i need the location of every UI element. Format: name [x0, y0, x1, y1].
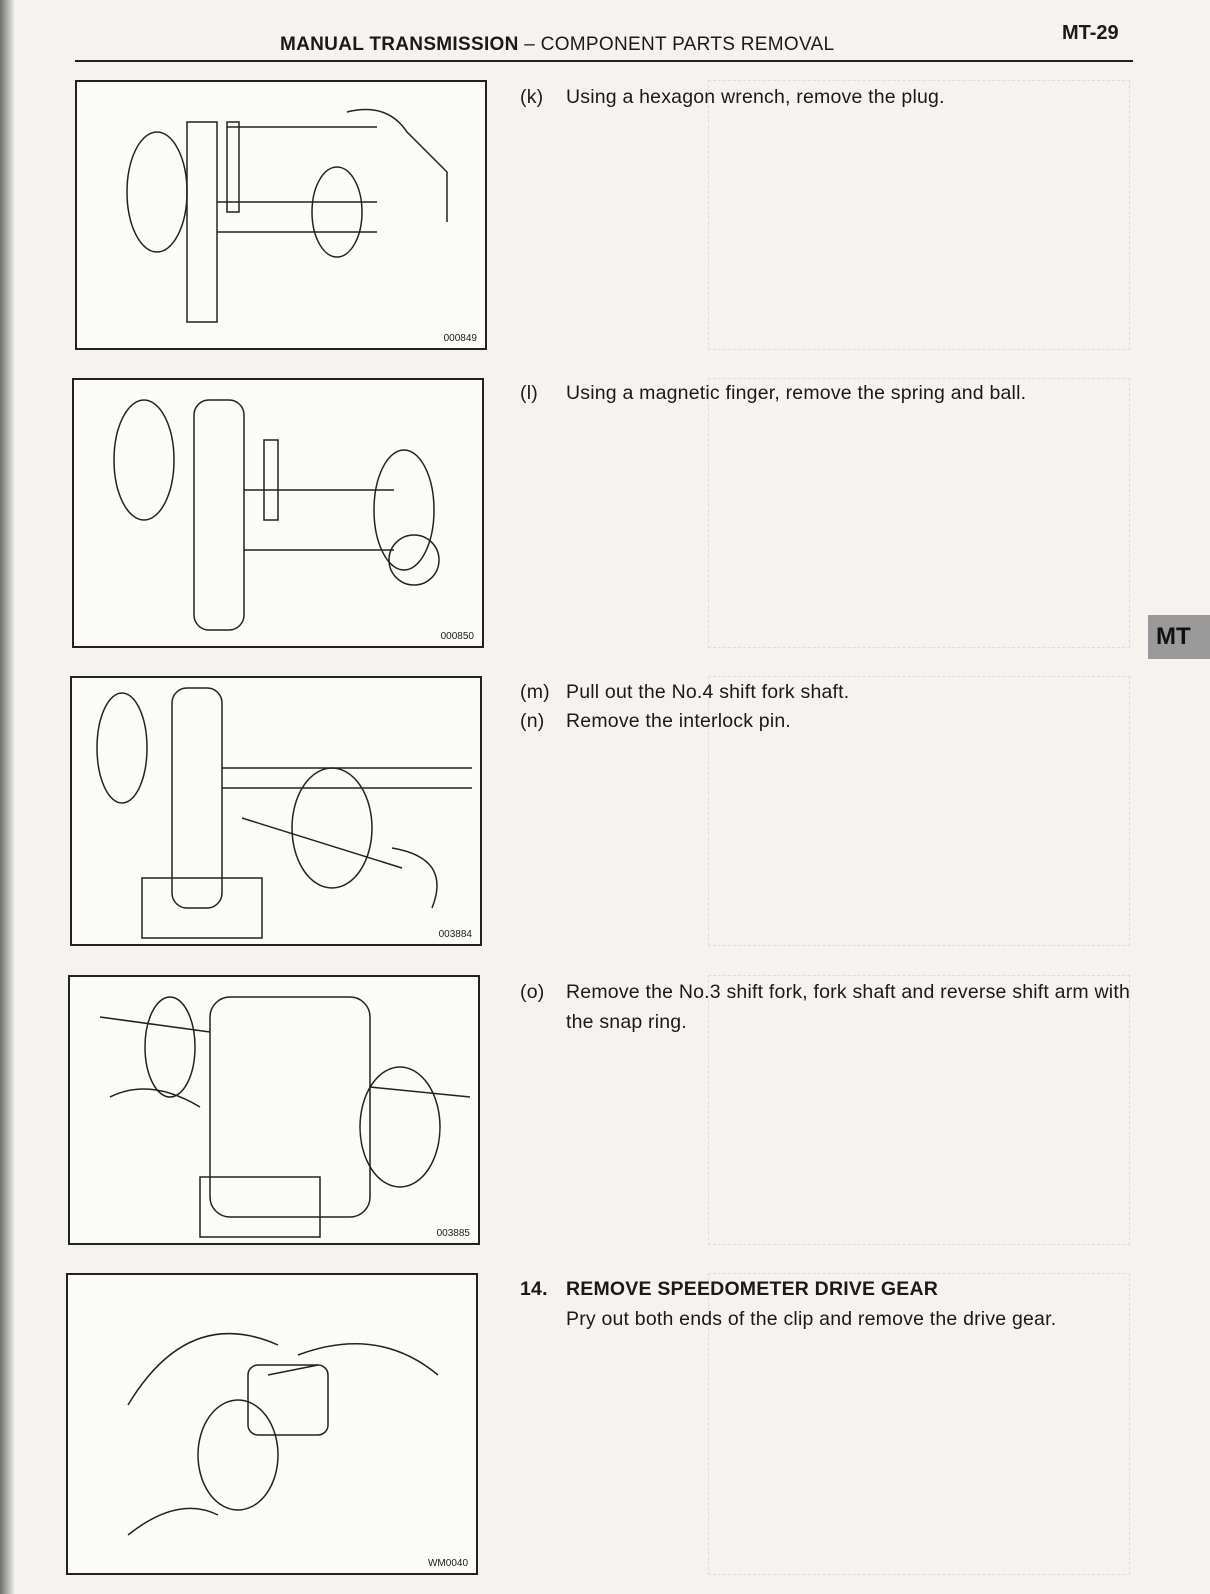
header-rule [75, 60, 1133, 62]
step-label: (m) [520, 681, 550, 703]
bleed-through-figure [708, 80, 1130, 350]
figure-code: 003884 [438, 929, 472, 940]
bleed-through-figure [708, 676, 1130, 946]
section-number: 14. [520, 1278, 548, 1300]
figure-shift-fork-shaft: 003884 [70, 676, 482, 946]
step-label: (n) [520, 710, 545, 732]
page-number: MT-29 [1062, 22, 1119, 44]
step-label: (o) [520, 981, 545, 1003]
scan-edge [0, 0, 14, 1594]
figure-hexagon-wrench: 000849 [75, 80, 487, 350]
step-n: (n) Remove the interlock pin. [520, 706, 1130, 736]
header-subtitle: COMPONENT PARTS REMOVAL [540, 34, 835, 55]
step-text: Pull out the No.4 shift fork shaft. [566, 681, 850, 703]
step-o: (o) Remove the No.3 shift fork, fork shaf… [520, 977, 1130, 1037]
section-text: Pry out both ends of the clip and remove… [566, 1308, 1057, 1330]
figure-code: 003885 [436, 1228, 470, 1239]
step-m: (m) Pull out the No.4 shift fork shaft. [520, 677, 1130, 707]
step-text: Using a magnetic finger, remove the spri… [566, 382, 1027, 404]
bleed-through-figure [708, 1273, 1130, 1575]
bleed-through-figure [708, 378, 1130, 648]
section-title: REMOVE SPEEDOMETER DRIVE GEAR [566, 1278, 939, 1300]
figure-magnetic-finger: 000850 [72, 378, 484, 648]
step-label: (l) [520, 382, 538, 404]
step-text: Remove the No.3 shift fork, fork shaft a… [566, 981, 1130, 1033]
figure-code: 000850 [440, 631, 474, 642]
figure-shift-fork-removal: 003885 [68, 975, 480, 1245]
header-title: MANUAL TRANSMISSION [280, 34, 519, 55]
step-text: Using a hexagon wrench, remove the plug. [566, 86, 945, 108]
figure-code: 000849 [443, 333, 477, 344]
header-separator: – [518, 34, 541, 55]
step-k: (k) Using a hexagon wrench, remove the pl… [520, 82, 1130, 112]
step-text: Remove the interlock pin. [566, 710, 792, 732]
bleed-through-figure [708, 975, 1130, 1245]
section-14: 14. REMOVE SPEEDOMETER DRIVE GEAR Pry out… [520, 1274, 1130, 1334]
page-header: MANUAL TRANSMISSION – COMPONENT PARTS RE… [280, 34, 834, 56]
step-label: (k) [520, 86, 544, 108]
figure-code: WM0040 [427, 1558, 468, 1569]
section-tab: MT [1148, 615, 1210, 659]
step-l: (l) Using a magnetic finger, remove the s… [520, 378, 1130, 408]
figure-speedometer-gear: WM0040 [66, 1273, 478, 1575]
